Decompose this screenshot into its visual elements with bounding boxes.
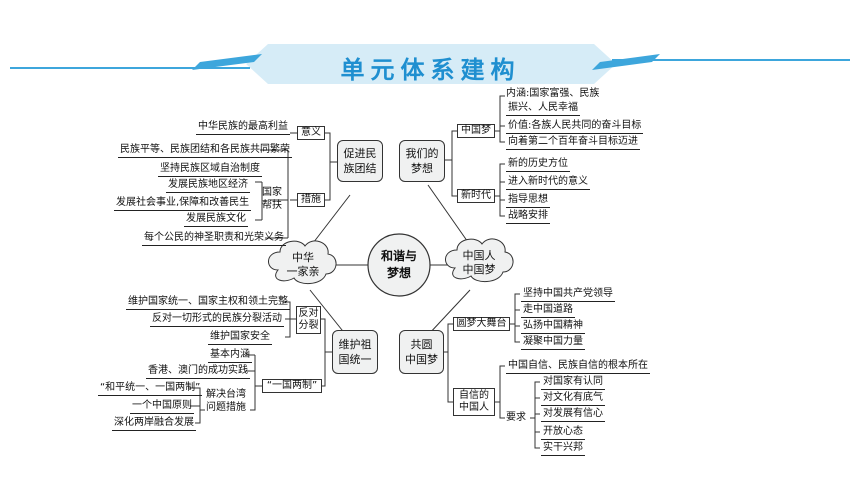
req-item-2: 对文化有底气	[541, 391, 605, 406]
box-meaning: 意义	[297, 126, 325, 140]
title-banner	[10, 44, 850, 84]
era-item-1: 新的历史方位	[506, 157, 570, 172]
stage-item-1: 坚持中国共产党领导	[521, 287, 615, 302]
dream-item-3: 价值:各族人民共同的奋斗目标	[506, 119, 644, 134]
label-requirements: 要求	[506, 412, 526, 423]
item-meaning: 中华民族的最高利益	[196, 120, 290, 135]
stage-item-3: 弘扬中国精神	[521, 319, 585, 334]
cloud-right: 中国人 中国梦	[462, 249, 496, 276]
oppose-item-3: 维护国家安全	[208, 330, 272, 345]
node-national-unity: 维护祖 国统一	[332, 330, 378, 374]
oppose-item-2: 反对一切形式的民族分裂活动	[150, 312, 284, 327]
dream-item-2: 振兴、人民幸福	[506, 101, 580, 116]
req-item-5: 实干兴邦	[541, 441, 585, 456]
box-oppose-split: 反对 分裂	[296, 306, 321, 334]
taiwan-item-2: 一个中国原则	[130, 399, 194, 414]
req-item-1: 对国家有认同	[541, 375, 605, 390]
req-item-3: 对发展有信心	[541, 407, 605, 422]
measure-4: 发展社会事业,保障和改善民生	[114, 196, 252, 211]
measure-6: 每个公民的神圣职责和光荣义务	[142, 231, 286, 246]
measure-1: 民族平等、民族团结和各民族共同繁荣	[118, 143, 292, 158]
box-stage: 圆梦大舞台	[453, 317, 510, 331]
measure-5: 发展民族文化	[184, 212, 248, 227]
label-state-support: 国家 帮扶	[262, 187, 282, 211]
taiwan-item-1: “和平统一、一国两制”	[98, 381, 203, 396]
box-china-dream: 中国梦	[457, 124, 495, 138]
era-item-3: 指导思想	[506, 193, 550, 208]
box-measures: 措施	[297, 193, 325, 207]
stage-item-2: 走中国道路	[521, 303, 575, 318]
box-new-era: 新时代	[457, 189, 495, 203]
taiwan-item-3: 深化两岸融合发展	[112, 416, 196, 431]
stage-item-4: 凝聚中国力量	[521, 335, 585, 350]
box-confident: 自信的 中国人	[453, 388, 495, 416]
label-taiwan: 解决台湾 问题措施	[206, 389, 246, 413]
center-node: 和谐与 梦想	[380, 249, 417, 280]
dream-item-4: 向着第二个百年奋斗目标迈进	[506, 135, 640, 150]
cloud-left: 中华 一家亲	[286, 251, 320, 278]
dream-item-1: 内涵:国家富强、民族	[506, 88, 600, 99]
ocs-item-1: 基本内涵	[208, 348, 252, 363]
page-title: 单元体系建构	[340, 56, 521, 84]
era-item-2: 进入新时代的意义	[506, 175, 590, 190]
node-share-dream: 共圆 中国梦	[399, 330, 444, 374]
measure-3: 发展民族地区经济	[166, 178, 250, 193]
node-promote-unity: 促进民 族团结	[337, 140, 383, 182]
node-our-dream: 我们的 梦想	[399, 140, 445, 182]
confident-top: 中国自信、民族自信的根本所在	[506, 359, 650, 374]
ocs-item-2: 香港、澳门的成功实践	[146, 364, 250, 379]
req-item-4: 开放心态	[541, 425, 585, 440]
box-one-country: “一国两制”	[262, 379, 322, 393]
oppose-item-1: 维护国家统一、国家主权和领土完整	[126, 295, 290, 310]
measure-2: 坚持民族区域自治制度	[158, 162, 262, 177]
era-item-4: 战略安排	[506, 209, 550, 224]
